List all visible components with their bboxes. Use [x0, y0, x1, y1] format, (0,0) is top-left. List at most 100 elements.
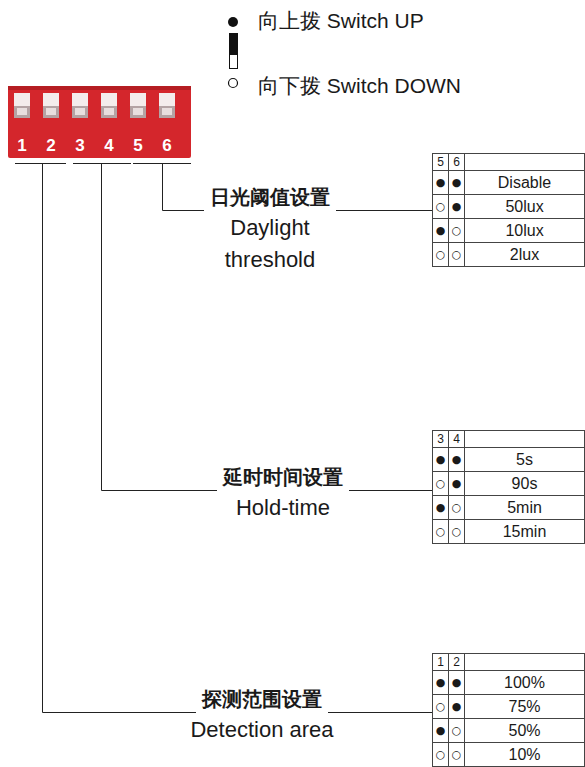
- switch-state: ○: [433, 243, 448, 266]
- switch-number: 6: [157, 136, 177, 156]
- table-header: 6: [449, 154, 464, 170]
- setting-title: 日光阈值设置: [210, 185, 330, 209]
- table-line: [432, 543, 584, 544]
- switch-number: 3: [70, 136, 90, 156]
- setting-title: 延时时间设置: [223, 465, 343, 489]
- table-line: [432, 194, 584, 195]
- leader-line: [102, 490, 218, 491]
- table-value: 5s: [465, 448, 584, 471]
- table-value: 5min: [465, 496, 584, 519]
- switch-number: 4: [99, 136, 119, 156]
- switch-down-dot: [229, 79, 238, 88]
- table-value: 2lux: [465, 243, 584, 266]
- legend-text: 向上拨 Switch UP: [258, 8, 424, 33]
- switch-state: ●: [433, 219, 448, 242]
- switch-state: ●: [449, 472, 464, 495]
- table-line: [432, 447, 584, 448]
- table-line: [432, 170, 584, 171]
- table-line: [432, 653, 433, 767]
- table-line: [464, 653, 465, 767]
- switch-slot: [101, 106, 117, 118]
- switch-lever: [159, 93, 175, 106]
- table-line: [432, 242, 584, 243]
- table-line: [432, 653, 584, 654]
- switch-state: ○: [449, 243, 464, 266]
- switch-slot: [14, 106, 30, 118]
- switch-state: ○: [449, 219, 464, 242]
- setting-title: 探测范围设置: [202, 687, 322, 711]
- table-header: 4: [449, 431, 464, 447]
- switch-icon-top: [229, 33, 238, 54]
- table-line: [432, 766, 584, 767]
- table-line: [432, 694, 584, 695]
- table-line: [432, 471, 584, 472]
- switch-number: 2: [41, 136, 61, 156]
- table-line: [584, 653, 585, 767]
- switch-up-dot: [228, 17, 238, 27]
- switch-icon-bottom: [230, 55, 238, 69]
- switch-slot-inner: [133, 108, 143, 115]
- switch-lever: [101, 93, 117, 106]
- switch-state: ○: [433, 695, 448, 718]
- table-value: 15min: [465, 520, 584, 543]
- switch-number: 1: [12, 136, 32, 156]
- dip-switch-edge: [8, 86, 191, 90]
- leader-line: [349, 490, 432, 491]
- table-line: [432, 218, 584, 219]
- switch-slot-inner: [162, 108, 172, 115]
- switch-state: ○: [433, 743, 448, 766]
- setting-title-english: Hold-time: [173, 492, 393, 524]
- table-value: 90s: [465, 472, 584, 495]
- dip-switch-body: [8, 86, 191, 158]
- table-line: [432, 153, 584, 154]
- switch-number: 5: [128, 136, 148, 156]
- switch-state: ○: [433, 195, 448, 218]
- dip-switch-slots: [14, 93, 175, 118]
- switch-state: ○: [449, 520, 464, 543]
- switch-state: ●: [433, 171, 448, 194]
- table-value: 75%: [465, 695, 584, 718]
- table-line: [432, 495, 584, 496]
- switch-state: ●: [449, 695, 464, 718]
- table-line: [584, 430, 585, 544]
- switch-lever: [130, 93, 146, 106]
- switch-state: ○: [433, 472, 448, 495]
- table-value: Disable: [465, 171, 584, 194]
- switch-lever: [14, 93, 30, 106]
- leader-line: [42, 164, 43, 713]
- switch-state: ●: [433, 448, 448, 471]
- table-line: [448, 153, 449, 267]
- switch-state: ●: [449, 195, 464, 218]
- legend-text: 向下拨 Switch DOWN: [258, 73, 461, 98]
- switch-slot-inner: [17, 108, 27, 115]
- leader-line: [101, 164, 102, 491]
- switch-slot: [43, 106, 59, 118]
- leader-line: [163, 210, 205, 211]
- table-line: [584, 153, 585, 267]
- leader-line: [336, 210, 432, 211]
- table-header: 2: [449, 654, 464, 670]
- switch-lever: [43, 93, 59, 106]
- table-line: [432, 266, 584, 267]
- switch-slot-inner: [75, 108, 85, 115]
- table-value: 10lux: [465, 219, 584, 242]
- switch-state: ●: [449, 171, 464, 194]
- table-line: [432, 153, 433, 267]
- table-line: [432, 718, 584, 719]
- leader-line: [162, 164, 163, 211]
- table-line: [432, 742, 584, 743]
- table-line: [448, 653, 449, 767]
- table-value: 50lux: [465, 195, 584, 218]
- switch-slot: [130, 106, 146, 118]
- switch-state: ○: [449, 743, 464, 766]
- table-line: [432, 430, 433, 544]
- switch-slot-inner: [104, 108, 114, 115]
- switch-state: ○: [449, 496, 464, 519]
- table-line: [464, 430, 465, 544]
- table-value: 10%: [465, 743, 584, 766]
- table-line: [432, 670, 584, 671]
- bracket-line: [15, 163, 66, 164]
- switch-state: ●: [449, 448, 464, 471]
